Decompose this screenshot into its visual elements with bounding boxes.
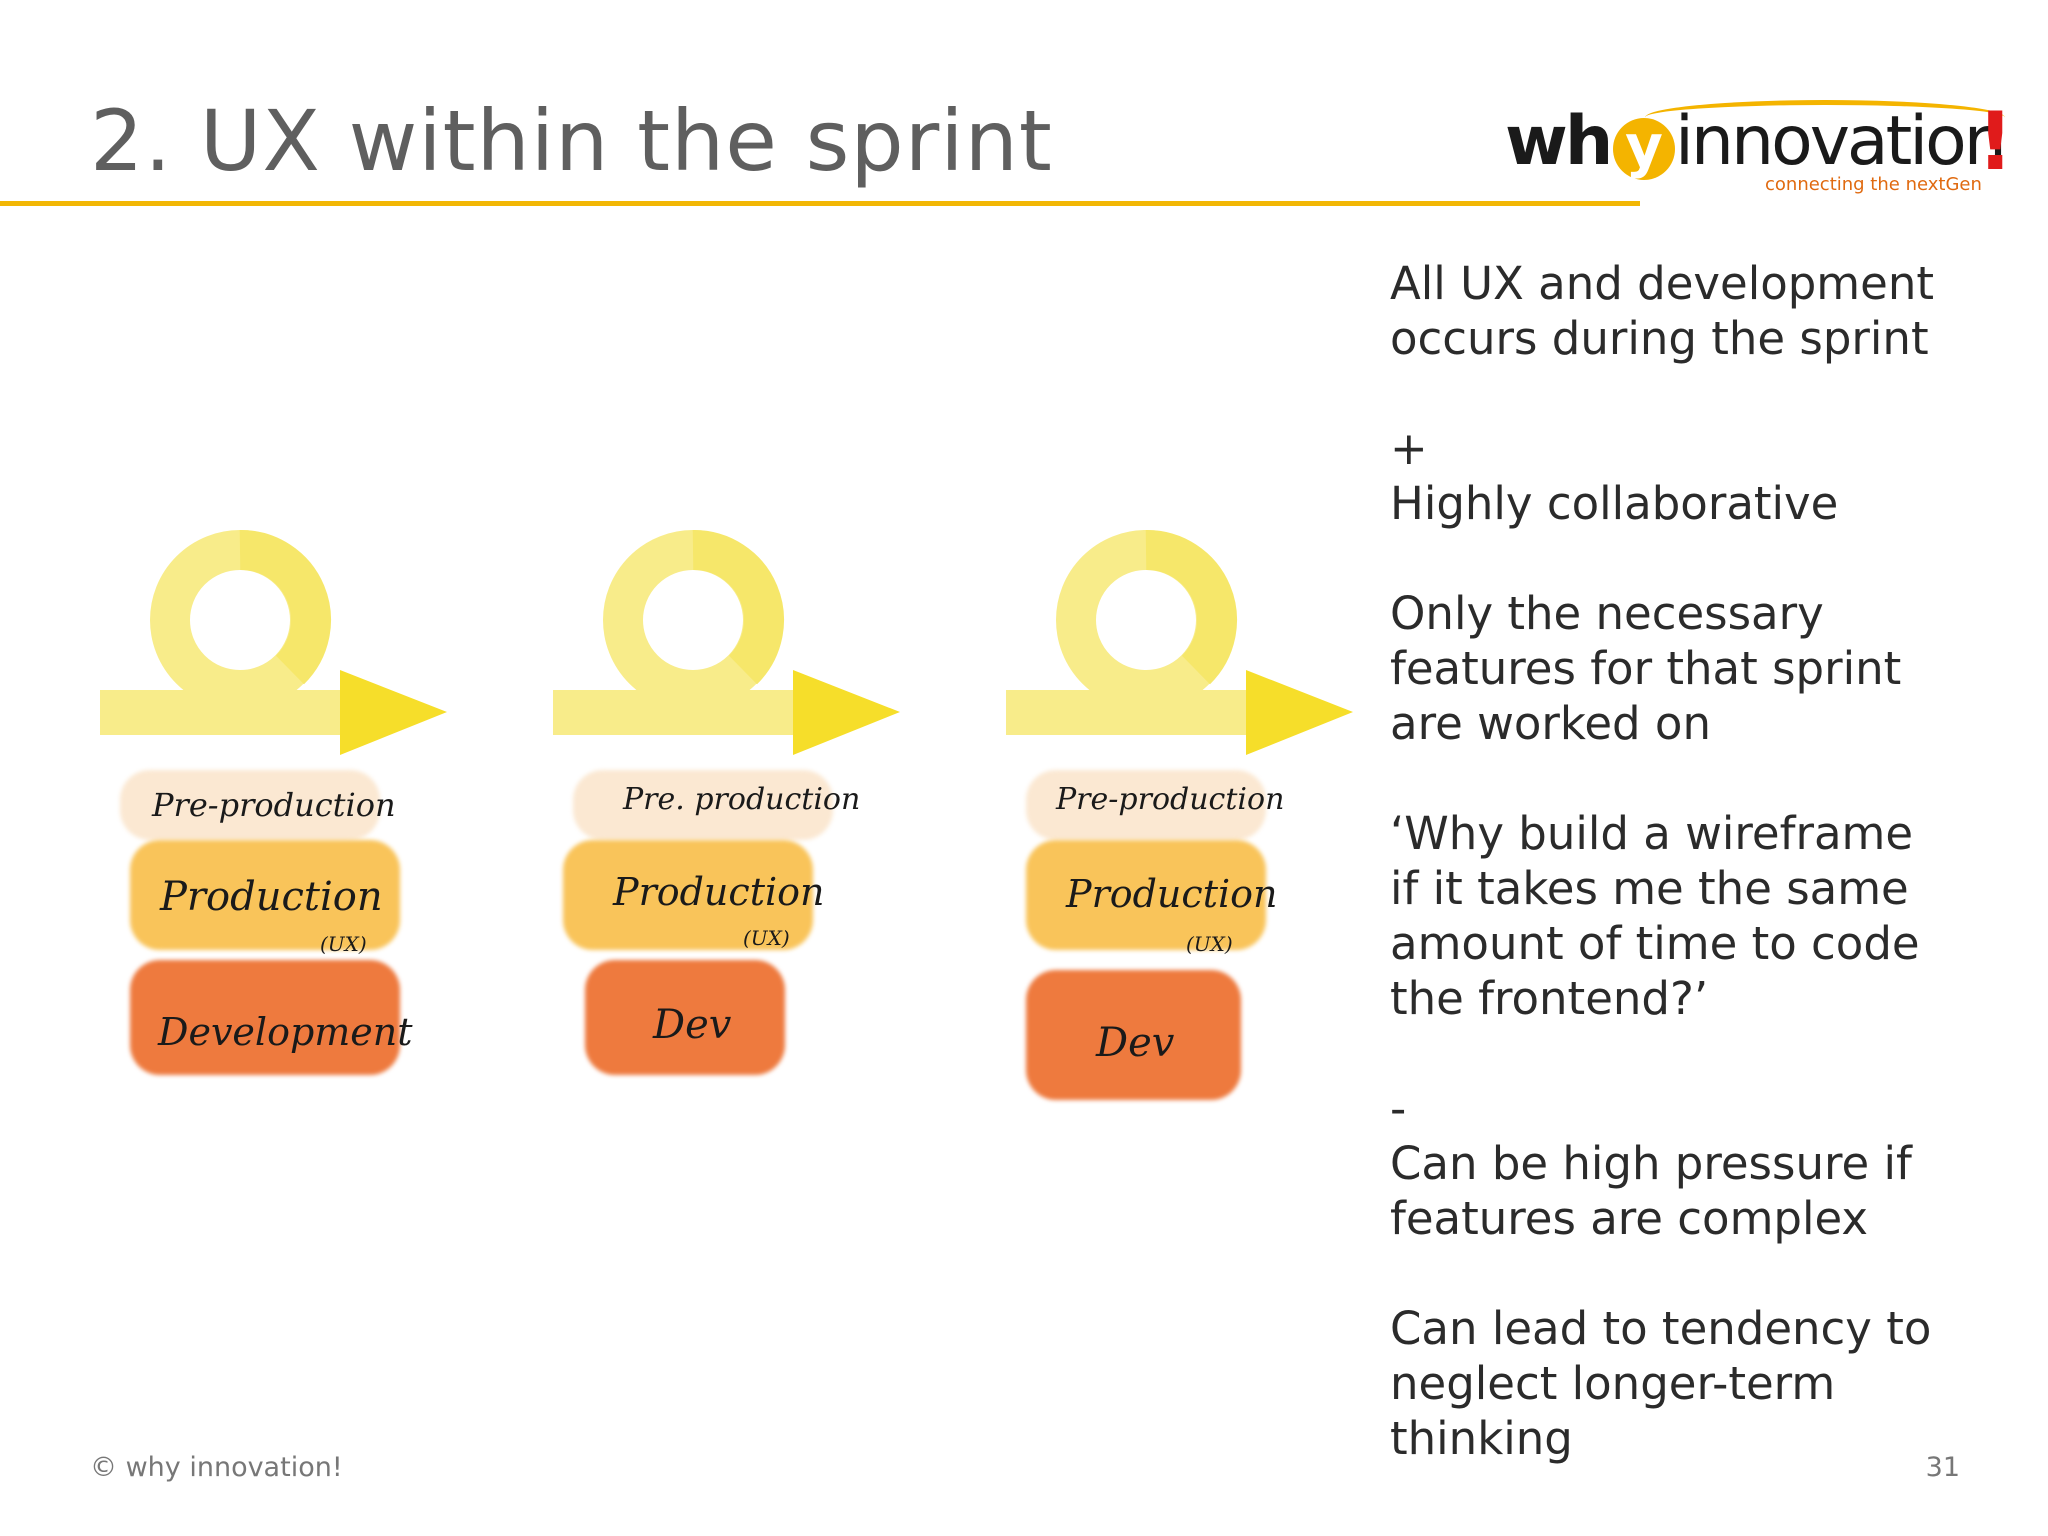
why-innovation-logo: wh y innovation ! connecting the nextGen [1505, 100, 2025, 210]
production-label: Production [1066, 872, 1278, 916]
text-line: Can be high pressure if [1390, 1137, 1912, 1190]
text-line [1390, 1026, 2010, 1081]
production-label: Production [160, 874, 383, 920]
dev-patch [130, 960, 400, 1075]
text-line: features are complex [1390, 1192, 1868, 1245]
text-line: ‘Why build a wireframe [1390, 807, 1914, 860]
text-line: the frontend?’ [1390, 972, 1709, 1025]
sprint-1: Pre-production Production (UX) Developme… [90, 520, 450, 1140]
dev-label: Dev [653, 1002, 732, 1048]
preproduction-patch [1026, 770, 1266, 840]
logo-tagline: connecting the nextGen [1765, 174, 1982, 195]
footer-copyright: © why innovation! [90, 1452, 343, 1483]
sprint-diagram: Pre-production Production (UX) Developme… [90, 520, 1370, 1140]
ux-label: (UX) [1186, 932, 1233, 956]
text-line: features for that sprint [1390, 642, 1902, 695]
text-line: Highly collaborative [1390, 477, 1839, 530]
sprint-loop-arrow-icon [100, 529, 447, 755]
text-line [1390, 366, 2010, 421]
ux-label: (UX) [320, 932, 367, 956]
text-line: Only the necessary [1390, 587, 1824, 640]
bullet-text: All UX and development occurs during the… [1390, 256, 2010, 1466]
preproduction-patch [120, 770, 380, 840]
preproduction-label: Pre-production [1056, 782, 1285, 817]
logo-text-wh: wh [1505, 102, 1613, 181]
text-line: + [1390, 422, 1428, 475]
preproduction-label: Pre-production [152, 786, 396, 824]
text-line: All UX and development [1390, 257, 1934, 310]
production-patch [1026, 840, 1266, 950]
sprint-2: Pre. production Production (UX) Dev [543, 520, 903, 1140]
text-line: if it takes me the same [1390, 862, 1909, 915]
preproduction-label: Pre. production [623, 782, 861, 817]
text-line [1390, 1246, 2010, 1301]
text-line: Can lead to tendency to [1390, 1302, 1932, 1355]
dev-patch [585, 960, 785, 1075]
preproduction-patch [573, 770, 833, 840]
ux-label: (UX) [743, 926, 790, 950]
text-line: thinking [1390, 1412, 1573, 1465]
text-line: amount of time to code [1390, 917, 1920, 970]
title-divider [0, 201, 1640, 206]
text-line: - [1390, 1082, 1407, 1135]
production-patch [563, 840, 813, 950]
production-label: Production [613, 870, 825, 914]
sprint-loop-arrow-icon [553, 529, 900, 755]
production-patch [130, 840, 400, 950]
logo-exclamation: ! [1977, 95, 2014, 188]
sprint-3: Pre-production Production (UX) Dev [996, 520, 1356, 1140]
sprint-loop-arrow-icon [1006, 529, 1353, 755]
text-line: occurs during the sprint [1390, 312, 1929, 365]
logo-y-circle: y [1613, 117, 1675, 180]
dev-label: Development [158, 1010, 413, 1054]
logo-text-innovation: innovation [1675, 102, 2007, 181]
dev-label: Dev [1096, 1020, 1175, 1066]
dev-patch [1026, 970, 1241, 1100]
slide-title: 2. UX within the sprint [90, 92, 1053, 190]
text-line [1390, 531, 2010, 586]
page-number: 31 [1925, 1452, 1960, 1483]
text-line: neglect longer-term [1390, 1357, 1836, 1410]
text-line [1390, 751, 2010, 806]
text-line: are worked on [1390, 697, 1711, 750]
logo-swoosh [1645, 100, 2005, 135]
